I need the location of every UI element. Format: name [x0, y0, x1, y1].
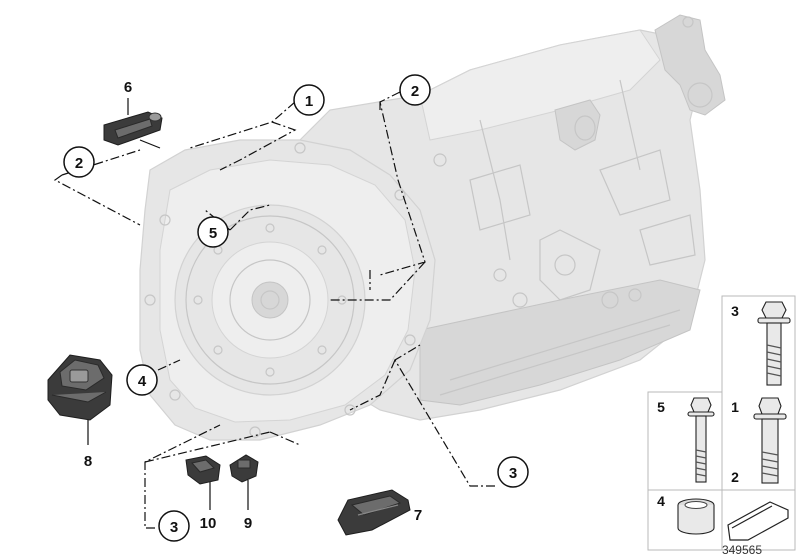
table-cell-3: 3: [731, 303, 739, 319]
table-cell-2: 2: [731, 469, 739, 485]
bracket-icon: [103, 111, 163, 146]
callout-5: 5: [197, 216, 229, 248]
label-6: 6: [124, 79, 132, 96]
drawing-reference-number: 349565: [721, 543, 762, 557]
callout-4: 4: [126, 364, 158, 396]
bolt-icon-1: [753, 397, 787, 484]
svg-text:3: 3: [509, 465, 517, 482]
svg-text:2: 2: [411, 83, 419, 100]
cover-icon: [337, 489, 411, 536]
svg-text:2: 2: [75, 155, 83, 172]
shim-icon: [727, 501, 789, 541]
clip-icon: [185, 455, 221, 485]
bushing-icon: [677, 498, 715, 535]
table-cell-5: 5: [657, 399, 665, 415]
label-10: 10: [200, 515, 217, 532]
leader-lines: [53, 91, 495, 529]
table-cell-1: 1: [731, 399, 739, 415]
fastener-table: 3 5 1 2 4: [647, 295, 796, 551]
callout-3-right: 3: [497, 456, 529, 488]
svg-text:4: 4: [138, 373, 147, 390]
callout-1: 1: [293, 84, 325, 116]
svg-text:1: 1: [305, 93, 313, 110]
callout-3-bottom: 3: [158, 510, 190, 542]
callout-2-top: 2: [399, 74, 431, 106]
bolt-icon: [757, 301, 791, 386]
label-7: 7: [414, 507, 422, 524]
table-cell-4: 4: [657, 493, 665, 509]
label-9: 9: [244, 515, 252, 532]
label-8: 8: [84, 453, 92, 470]
callout-2-left: 2: [63, 146, 95, 178]
mount-icon: [47, 354, 113, 421]
bolt-icon-5: [687, 397, 715, 483]
svg-text:5: 5: [209, 225, 217, 242]
transmission-housing: [139, 14, 726, 441]
clip-icon-2: [229, 454, 259, 483]
svg-text:3: 3: [170, 519, 178, 536]
